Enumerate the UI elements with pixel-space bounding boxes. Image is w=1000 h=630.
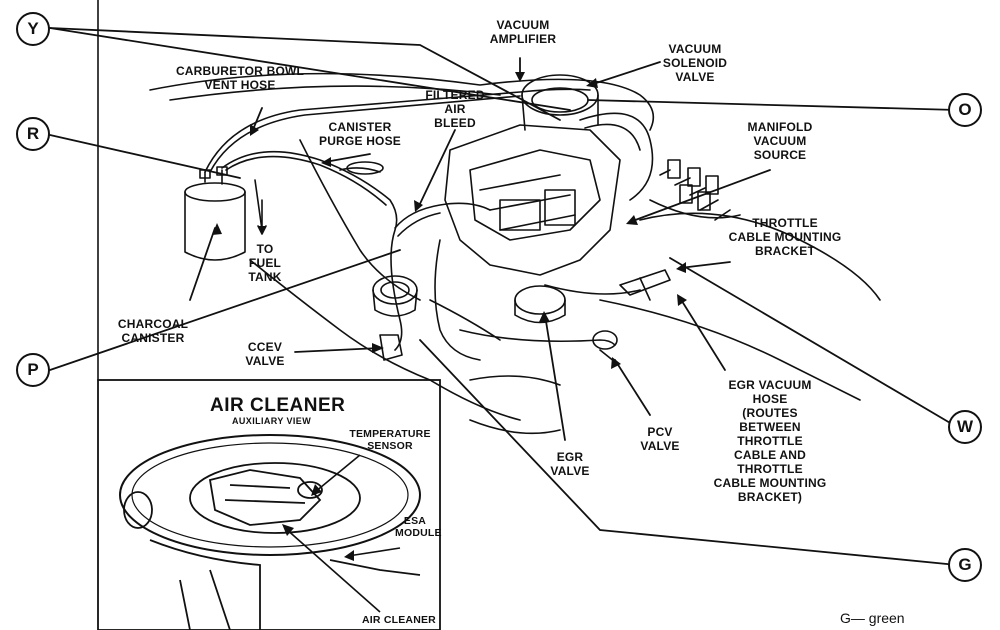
oil-filler-drawing (372, 275, 418, 317)
callout-p: P (16, 353, 50, 387)
distributor-wires-drawing (649, 159, 741, 221)
label-egr-valve: EGR VALVE (550, 450, 590, 478)
label-filtered-air-bleed: FILTERED AIR BLEED (425, 88, 485, 130)
label-ccev-valve: CCEV VALVE (245, 340, 285, 368)
callout-w: W (948, 410, 982, 444)
label-vacuum-amplifier: VACUUM AMPLIFIER (489, 18, 557, 46)
label-vacuum-solenoid-valve: VACUUM SOLENOID VALVE (662, 42, 728, 84)
leader-g (419, 339, 958, 566)
leader-p (49, 249, 401, 371)
label-egr-vacuum-hose: EGR VACUUM HOSE (ROUTES BETWEEN THROTTLE… (713, 378, 827, 504)
ccev-valve-drawing (379, 334, 403, 361)
color-legend: G— green (840, 610, 905, 626)
inset-title: AIR CLEANER (210, 395, 346, 416)
label-air-cleaner: AIR CLEANER (362, 614, 436, 626)
label-to-fuel-tank: TO FUEL TANK (248, 242, 282, 284)
pcv-valve-drawing (592, 330, 618, 363)
label-carburetor-bowl-vent-hose: CARBURETOR BOWL VENT HOSE (175, 64, 305, 92)
firewall-line (169, 85, 501, 101)
callout-o: O (948, 93, 982, 127)
throttle-bracket-drawing (619, 269, 671, 301)
leader-r (49, 134, 241, 179)
leader-o (587, 99, 958, 111)
callout-y: Y (16, 12, 50, 46)
leader-y2 (49, 27, 561, 121)
callout-r: R (16, 117, 50, 151)
inset-subtitle: AUXILIARY VIEW (232, 416, 312, 426)
label-throttle-cable-mounting-bracket: THROTTLE CABLE MOUNTING BRACKET (728, 216, 842, 258)
label-charcoal-canister: CHARCOAL CANISTER (117, 317, 189, 345)
purge-hose (221, 150, 403, 351)
charcoal-canister-drawing (184, 166, 246, 261)
fender-outline (149, 72, 655, 131)
label-temperature-sensor: TEMPERATURE SENSOR (349, 428, 431, 452)
callout-g: G (948, 548, 982, 582)
leader-y (49, 27, 571, 111)
label-canister-purge-hose: CANISTER PURGE HOSE (318, 120, 401, 148)
label-pcv-valve: PCV VALVE (640, 425, 680, 453)
carburetor-drawing (444, 74, 654, 276)
leader-w (669, 257, 958, 428)
label-manifold-vacuum-source: MANIFOLD VACUUM SOURCE (747, 120, 813, 162)
egr-valve-drawing (514, 284, 641, 324)
fuel-tank-hose (254, 179, 263, 231)
label-esa-module: ESA MODULE (395, 515, 442, 539)
air-cleaner-inset (97, 379, 441, 630)
